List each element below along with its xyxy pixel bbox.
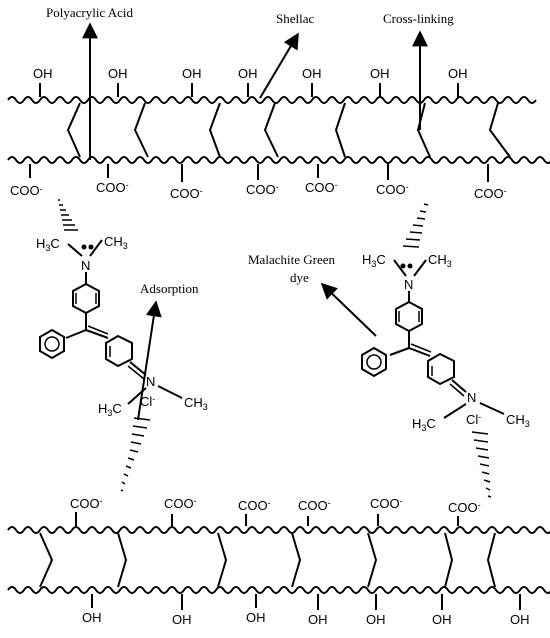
n-label: N: [81, 258, 90, 273]
bond: [410, 343, 432, 353]
bond: [127, 365, 145, 380]
left-lower-ionic-wedge: [120, 417, 151, 492]
ring-aromatic: [366, 354, 382, 370]
ring-aromatic: [44, 336, 60, 352]
bond: [451, 379, 467, 393]
bond: [393, 259, 407, 277]
top-chain-upper: [7, 96, 537, 104]
bond: [89, 239, 103, 257]
oh-label: OH: [510, 612, 530, 627]
coo-label: COO-: [298, 498, 331, 513]
oh-label: OH: [33, 66, 53, 81]
left-ionic-interaction-wedge: [58, 199, 78, 231]
right-lower-ionic-wedge: [471, 431, 492, 498]
cl-minus-label: Cl-: [466, 412, 481, 427]
lone-pair-dot: [88, 244, 94, 250]
coo-label: COO-: [474, 186, 507, 201]
bond: [408, 347, 431, 357]
h3c-label: H3C: [98, 401, 122, 418]
bond: [479, 402, 505, 415]
h3c-label: H3C: [362, 252, 386, 269]
lone-pair-dot: [407, 263, 413, 269]
benzene-ring: [72, 282, 100, 315]
bottom-chain-lower: [7, 586, 550, 594]
coo-label: COO-: [376, 182, 409, 197]
h3c-label: H3C: [36, 236, 60, 253]
polyacrylic-acid-label: Polyacrylic Acid: [46, 5, 134, 20]
n-label: N: [404, 277, 413, 292]
ch3-label: CH3: [104, 234, 128, 251]
bottom-coo-bonds: [75, 512, 459, 526]
quinoid-ring: [105, 334, 133, 368]
cl-minus-label: Cl-: [140, 394, 155, 409]
ch3-label: CH3: [184, 395, 208, 412]
h3c-label: H3C: [412, 416, 436, 433]
bond: [65, 329, 87, 339]
coo-label: COO-: [246, 182, 279, 197]
coo-label: COO-: [164, 496, 197, 511]
bottom-cross-links: [39, 532, 496, 588]
shellac-arrow: [259, 32, 299, 99]
benzene-ring: [361, 346, 387, 378]
oh-label: OH: [82, 610, 102, 625]
bond: [413, 259, 427, 277]
shellac-label: Shellac: [276, 11, 314, 26]
oh-label: OH: [302, 66, 322, 81]
coo-label: COO-: [70, 496, 103, 511]
n-label: N: [467, 390, 476, 405]
bond: [85, 329, 109, 339]
benzene-ring: [395, 300, 423, 333]
bottom-oh-bonds: [91, 594, 521, 610]
oh-label: OH: [370, 66, 390, 81]
oh-label: OH: [108, 66, 128, 81]
bond: [443, 403, 467, 419]
ch3-label: CH3: [506, 412, 530, 429]
oh-label: OH: [448, 66, 468, 81]
malachite-green-label: dye: [290, 270, 309, 285]
oh-label: OH: [238, 66, 258, 81]
adsorption-label: Adsorption: [140, 281, 199, 296]
coo-label: COO-: [96, 180, 129, 195]
bond: [449, 383, 465, 397]
oh-label: OH: [366, 612, 386, 627]
bond: [157, 385, 183, 399]
cross-linking-label: Cross-linking: [383, 11, 454, 26]
oh-label: OH: [246, 610, 266, 625]
oh-label: OH: [432, 612, 452, 627]
top-oh-groups: [39, 83, 459, 97]
oh-label: OH: [182, 66, 202, 81]
malachite-green-label: Malachite Green: [248, 252, 335, 267]
bond: [67, 243, 83, 257]
lone-pair-dot: [400, 263, 406, 269]
ch3-label: CH3: [428, 252, 452, 269]
coo-label: COO-: [238, 498, 271, 513]
right-ionic-interaction-wedge: [402, 203, 429, 248]
oh-label: OH: [308, 612, 328, 627]
coo-label: COO-: [10, 183, 43, 198]
benzene-ring: [39, 328, 65, 360]
adsorption-arrow: [137, 300, 162, 421]
n-label: N: [146, 374, 155, 389]
coo-label: COO-: [170, 186, 203, 201]
coo-label: COO-: [305, 180, 338, 195]
bottom-chain-upper: [7, 526, 550, 534]
malachite-green-arrow: [320, 282, 377, 337]
quinoid-ring: [427, 352, 455, 386]
bond: [389, 347, 410, 356]
coo-label: COO-: [370, 496, 403, 511]
top-chain-lower: [7, 156, 550, 164]
top-cross-links: [66, 102, 511, 158]
coo-label: COO-: [448, 500, 481, 515]
bond: [129, 361, 147, 376]
top-coo-bonds: [29, 164, 489, 182]
oh-label: OH: [172, 612, 192, 627]
bond: [87, 325, 109, 335]
lone-pair-dot: [81, 244, 87, 250]
